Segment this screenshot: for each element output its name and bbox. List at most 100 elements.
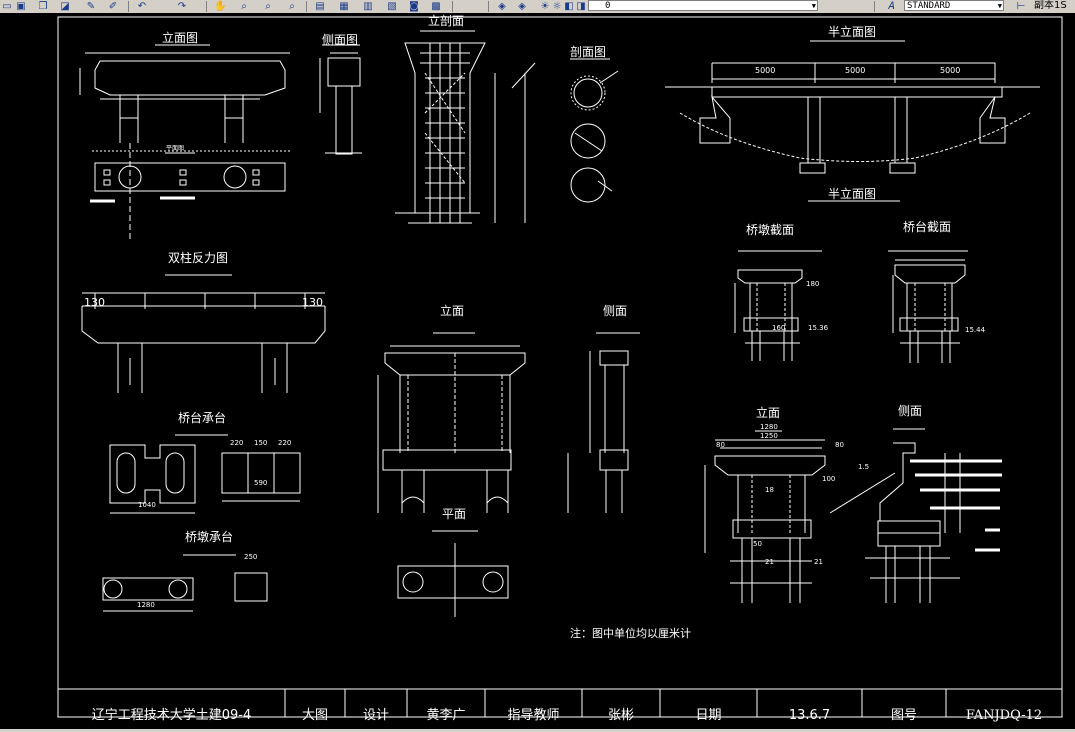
dim-100: 100 xyxy=(822,475,836,483)
layer-dropdown[interactable]: 0 ▼ xyxy=(588,0,818,11)
dim-180: 180 xyxy=(806,280,820,288)
markup-icon[interactable]: ◙ xyxy=(409,1,419,12)
layer-lock-icon[interactable]: ◧ xyxy=(564,1,574,12)
undo-icon[interactable]: ↶ xyxy=(137,1,147,12)
dim-1280: 1280 xyxy=(760,423,778,431)
dim-130-left: 130 xyxy=(84,296,105,309)
title-half-elevation-bottom: 半立面图 xyxy=(828,187,877,201)
zoom-window-icon[interactable]: ⌕ xyxy=(265,1,271,12)
title-block-sheet-type: 大图 xyxy=(301,708,328,723)
pier-plan-mid xyxy=(397,530,509,617)
title-block-date-label: 日期 xyxy=(695,708,722,723)
dim-15-36: 15.36 xyxy=(808,324,829,332)
plan-view-cap xyxy=(90,143,286,241)
layer-manager-icon[interactable]: ◈ xyxy=(498,1,506,12)
title-side-mid: 侧面 xyxy=(603,304,628,318)
dim-span-1: 5000 xyxy=(755,66,776,75)
title-pier-section: 桥墩截面 xyxy=(746,223,795,237)
title-side-view: 侧面图 xyxy=(322,33,359,47)
toolbar-separator xyxy=(452,1,453,12)
title-elevation-right: 立面 xyxy=(756,406,781,420)
title-double-column-reaction: 双柱反力图 xyxy=(168,251,229,265)
dim-1-5: 1.5 xyxy=(858,463,870,471)
title-abutment-section: 桥台截面 xyxy=(903,220,952,234)
toolbar-separator xyxy=(874,1,875,12)
bridge-half-elevation xyxy=(665,40,1040,202)
double-column-reaction xyxy=(81,274,326,393)
dim-1280-pier-cap: 1280 xyxy=(137,601,155,609)
dim-span-2: 5000 xyxy=(845,66,866,75)
toolbar-separator xyxy=(488,1,489,12)
dim-span-3: 5000 xyxy=(940,66,961,75)
layer-on-icon[interactable]: ☀ xyxy=(540,1,550,12)
dim-250: 250 xyxy=(244,553,258,561)
title-half-elevation-top: 半立面图 xyxy=(828,25,877,39)
status-bar xyxy=(0,729,1075,732)
layer-states-icon[interactable]: ◈ xyxy=(518,1,526,12)
title-block-designer: 黄李广 xyxy=(426,708,466,723)
tool-palette-icon[interactable]: ▥ xyxy=(363,1,373,12)
dim-50: 50 xyxy=(753,540,762,548)
dim-130-right: 130 xyxy=(302,296,323,309)
open-icon[interactable]: ▭ xyxy=(2,1,12,12)
zoom-previous-icon[interactable]: ⌕ xyxy=(289,1,295,12)
sheet-border xyxy=(57,16,1063,718)
title-pier-cap: 桥墩承台 xyxy=(185,530,234,544)
drawing-canvas[interactable]: 立面图 侧面图 立剖面 剖面图 半立面图 半立面图 双柱反力图 桥墩截面 桥台截… xyxy=(0,13,1075,730)
title-plan: 平面 xyxy=(442,507,467,521)
side-view-cap xyxy=(319,44,362,155)
chevron-down-icon: ▼ xyxy=(811,2,816,10)
dim-21-right: 21 xyxy=(814,558,823,566)
text-style-value: STANDARD xyxy=(907,1,951,11)
zoom-realtime-icon[interactable]: ⌕ xyxy=(241,1,247,12)
title-side-right: 侧面 xyxy=(898,404,923,418)
text-style-dropdown[interactable]: STANDARD ▼ xyxy=(904,0,1004,11)
text-style-icon[interactable]: 𝐴 xyxy=(887,1,895,12)
dimension-style-label: 副本1S xyxy=(1034,0,1067,11)
pier-side-mid xyxy=(567,332,640,513)
properties-palette-icon[interactable]: ▤ xyxy=(315,1,325,12)
title-block-drawing-no-label: 图号 xyxy=(890,708,917,723)
title-elevation-mid: 立面 xyxy=(440,304,465,318)
dim-18: 18 xyxy=(765,486,774,494)
dim-80-right: 80 xyxy=(835,441,844,449)
title-block-date: 13.6.7 xyxy=(788,708,831,723)
design-center-icon[interactable]: ▦ xyxy=(339,1,349,12)
title-small-plan: 平面图 xyxy=(166,145,185,152)
dimension-style-icon[interactable]: ⊢ xyxy=(1016,1,1026,12)
title-elevation-rebar: 立剖面 xyxy=(428,14,465,28)
match-icon[interactable]: ◪ xyxy=(60,1,70,12)
column-rebar-elevation xyxy=(395,30,536,224)
dim-160: 160 xyxy=(772,324,786,332)
copy-icon[interactable]: ❐ xyxy=(38,1,48,12)
brush-icon[interactable]: ✎ xyxy=(86,1,96,12)
dim-15-44: 15.44 xyxy=(965,326,986,334)
dim-150: 150 xyxy=(254,439,268,447)
elevation-view-cap xyxy=(79,44,290,152)
pier-section xyxy=(734,250,822,361)
pan-icon[interactable]: ✋ xyxy=(214,1,227,12)
properties-icon[interactable]: ✐ xyxy=(108,1,118,12)
title-block-design-label: 设计 xyxy=(362,708,389,723)
layer-value: 0 xyxy=(605,1,611,11)
title-elevation: 立面图 xyxy=(162,31,199,45)
sheet-set-icon[interactable]: ▧ xyxy=(387,1,397,12)
toolbar: ▭ ▣ ❐ ◪ ✎ ✐ ↶ ↷ ✋ ⌕ ⌕ ⌕ ▤ ▦ ▥ ▧ ◙ ▩ ◈ ◈ … xyxy=(0,0,1075,14)
layer-freeze-icon[interactable]: ☼ xyxy=(552,1,562,12)
redo-icon[interactable]: ↷ xyxy=(177,1,187,12)
title-block-advisor: 张彬 xyxy=(607,708,634,723)
layer-color-icon[interactable]: ◨ xyxy=(576,1,586,12)
unit-note: 注：图中单位均以厘米计 xyxy=(570,627,691,640)
column-sections xyxy=(570,58,619,203)
title-block-drawing-no: FANJDQ-12 xyxy=(965,708,1043,723)
calculator-icon[interactable]: ▩ xyxy=(431,1,441,12)
toolbar-separator xyxy=(206,1,207,12)
dim-220-right: 220 xyxy=(278,439,292,447)
abutment-elevation-right xyxy=(704,430,826,603)
title-section: 剖面图 xyxy=(570,45,607,59)
save-icon[interactable]: ▣ xyxy=(16,1,26,12)
dim-1040: 1040 xyxy=(138,501,156,509)
title-block-advisor-label: 指导教师 xyxy=(507,708,560,723)
abutment-side-right xyxy=(829,428,1002,603)
dim-21-left: 21 xyxy=(765,558,774,566)
